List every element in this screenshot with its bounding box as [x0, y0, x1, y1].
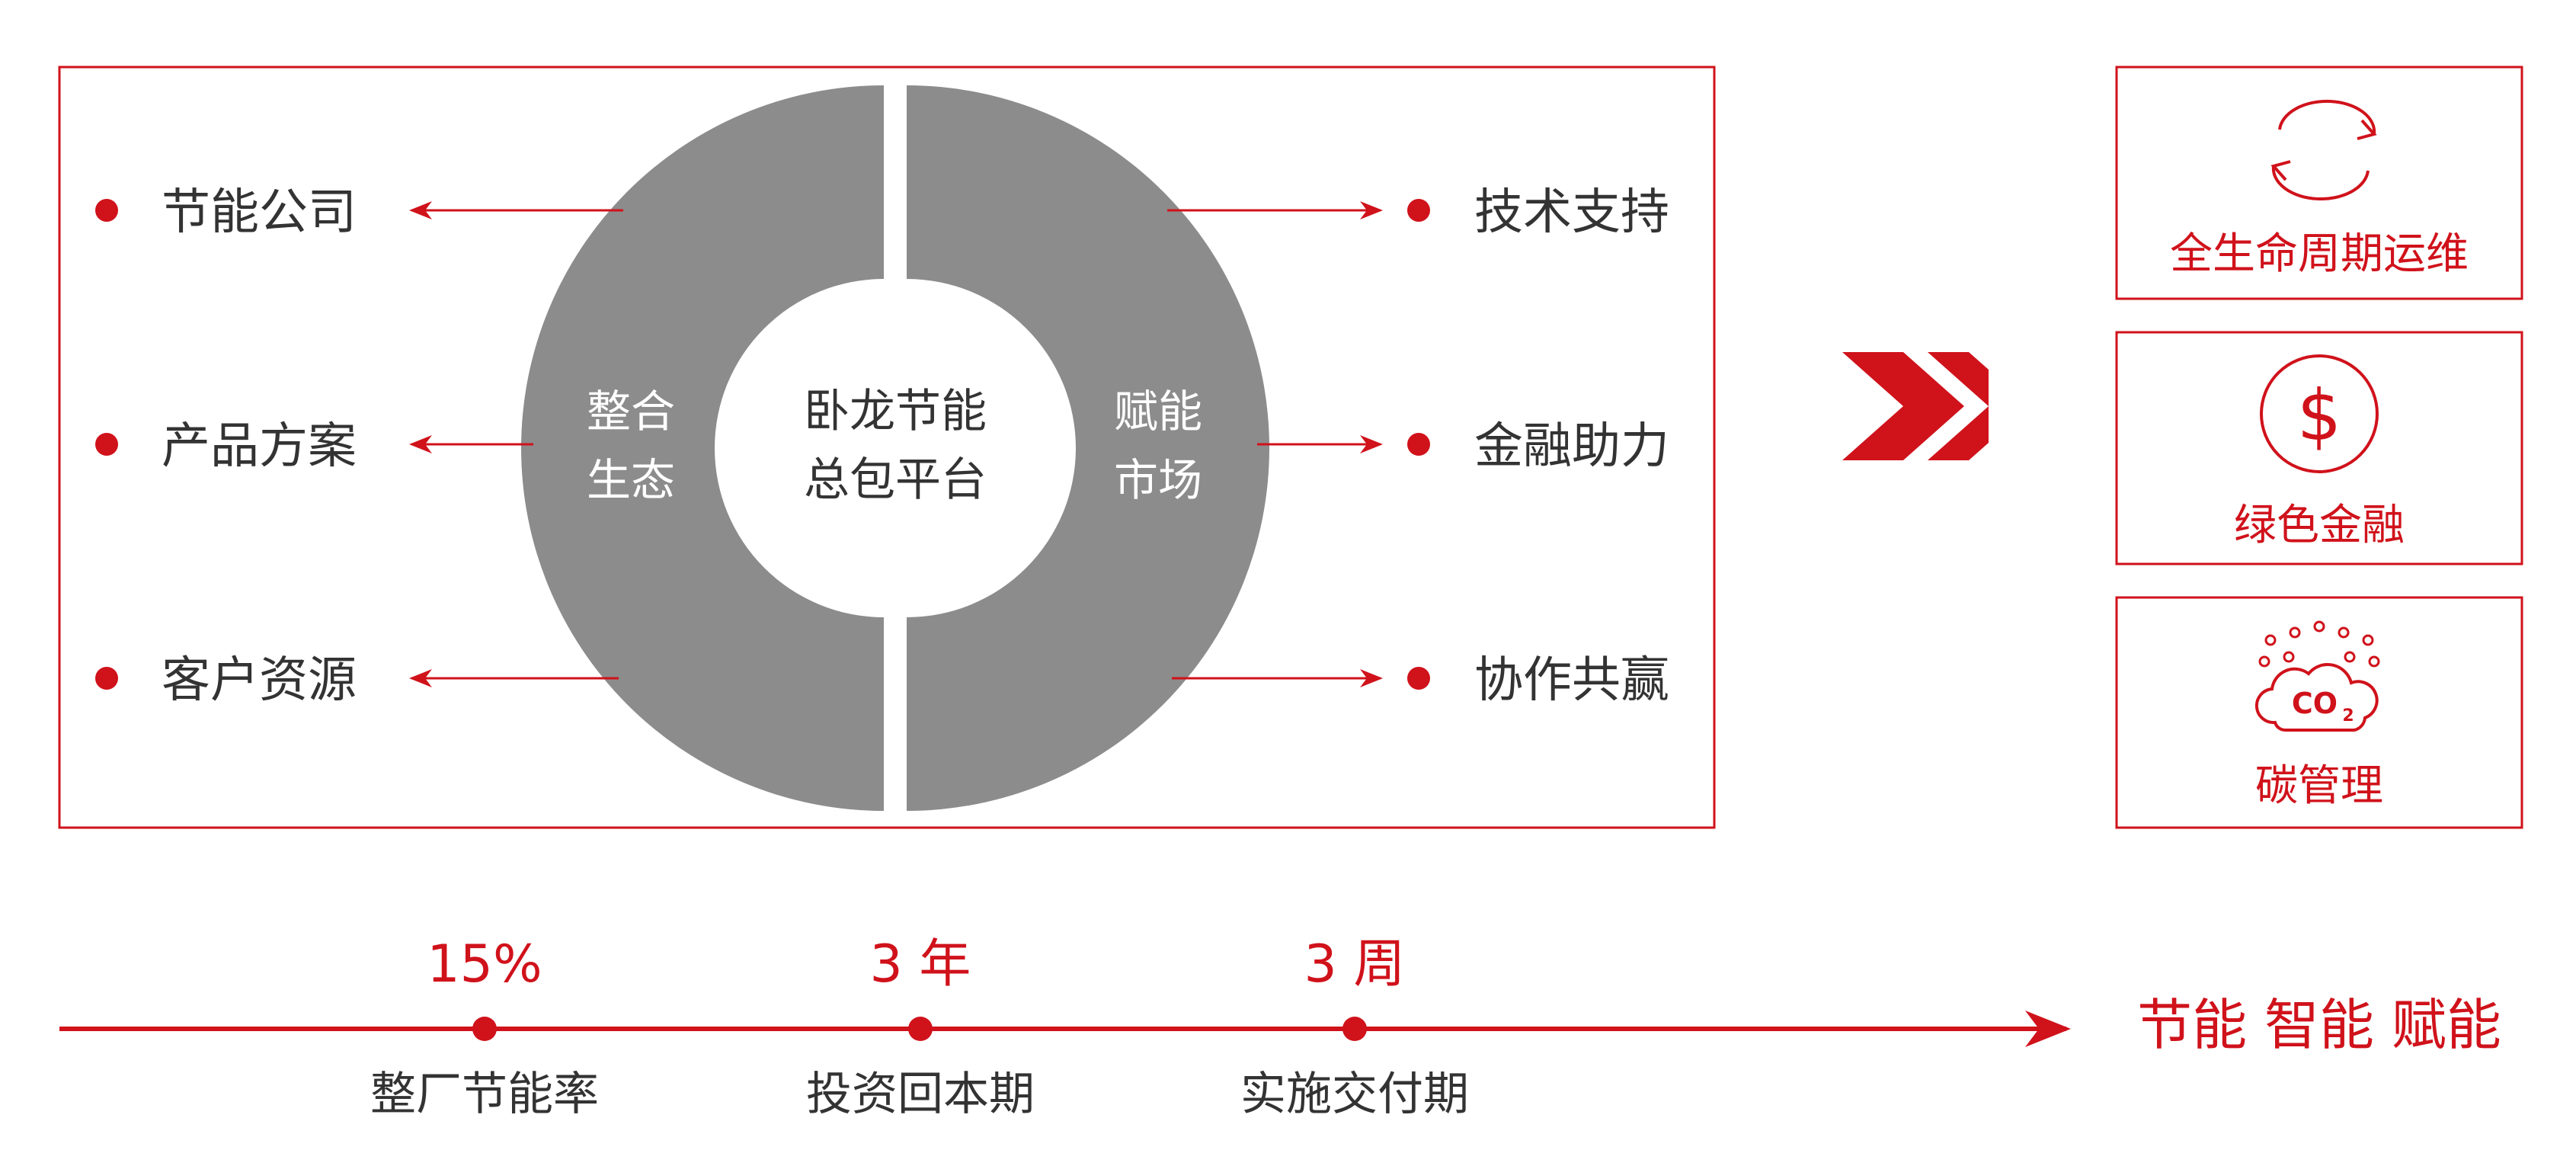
svg-text:2: 2	[2342, 706, 2354, 726]
service-card-2: $ 绿色金融	[2115, 331, 2523, 565]
timeline-value-1: 15%	[427, 934, 542, 995]
co2-cloud-icon: CO 2	[2254, 620, 2380, 732]
ring-left-label-line1: 整合	[587, 386, 675, 437]
svg-text:CO: CO	[2292, 687, 2338, 720]
cycle-arrows-icon	[2270, 99, 2377, 201]
ring-left-half	[521, 85, 884, 811]
right-item-2: 金融助力	[1474, 418, 1669, 475]
bullet-right-2	[1407, 433, 1430, 456]
service-card-frame	[2115, 596, 2523, 829]
svg-text:$: $	[2297, 375, 2342, 456]
ring-right-half	[907, 85, 1269, 811]
bullet-right-1	[1407, 199, 1430, 222]
ring-top-gap	[884, 76, 907, 279]
timeline: 15% 3 年 3 周 整厂节能率 投资回本期 实施交付期 节能 智能 赋能	[59, 934, 2501, 1121]
left-item-2: 产品方案	[162, 418, 357, 475]
bullet-right-3	[1407, 667, 1430, 690]
center-label-line2: 总包平台	[804, 453, 987, 507]
service-card-1: 全生命周期运维	[2115, 66, 2523, 300]
center-label-line1: 卧龙节能	[804, 385, 987, 438]
timeline-value-3: 3 周	[1304, 934, 1406, 995]
timeline-value-2: 3 年	[870, 934, 971, 995]
timeline-dot-2	[908, 1017, 933, 1041]
timeline-end-label: 节能 智能 赋能	[2137, 993, 2501, 1057]
ring-bottom-gap	[884, 617, 907, 823]
dollar-coin-icon: $	[2260, 354, 2379, 473]
left-item-3: 客户资源	[162, 652, 357, 709]
right-item-1: 技术支持	[1474, 184, 1669, 241]
right-item-3: 协作共赢	[1474, 652, 1669, 709]
service-card-frame	[2115, 331, 2523, 565]
timeline-label-2: 投资回本期	[806, 1068, 1035, 1121]
service-label-3: 碳管理	[2255, 761, 2383, 811]
timeline-label-1: 整厂节能率	[370, 1068, 599, 1121]
timeline-dot-3	[1342, 1017, 1367, 1041]
ring-left-label-line2: 生态	[587, 454, 675, 506]
right-items: 技术支持 金融助力 协作共赢	[1167, 184, 1669, 709]
service-label-1: 全生命周期运维	[2170, 229, 2469, 279]
timeline-dot-1	[472, 1017, 497, 1041]
bullet-left-2	[95, 433, 118, 456]
left-items: 节能公司 产品方案 客户资源	[95, 184, 623, 709]
bullet-left-3	[95, 667, 118, 690]
left-item-1: 节能公司	[162, 184, 357, 241]
timeline-label-3: 实施交付期	[1240, 1068, 1469, 1121]
bullet-left-1	[95, 199, 118, 222]
service-card-3: CO 2 碳管理	[2115, 596, 2523, 829]
service-card-frame	[2115, 66, 2523, 300]
diagram-frame	[58, 66, 1716, 829]
ring-right-label-line2: 市场	[1114, 454, 1202, 506]
service-label-2: 绿色金融	[2234, 501, 2405, 550]
double-chevron-icon	[1842, 352, 1989, 460]
ring-right-label-line1: 赋能	[1114, 386, 1202, 437]
